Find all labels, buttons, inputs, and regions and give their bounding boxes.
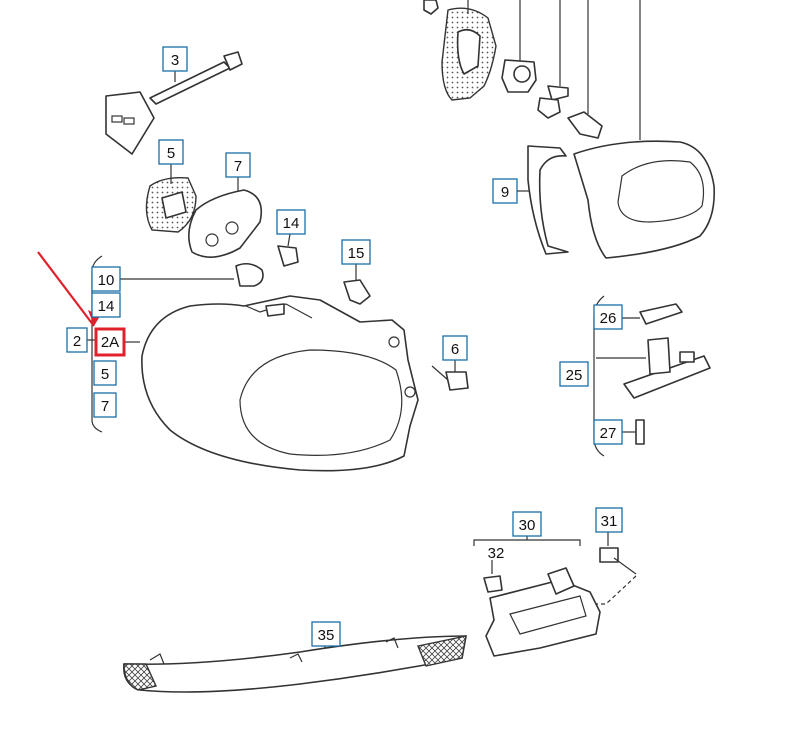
callout-7-holder[interactable]: 7 — [225, 152, 251, 178]
callout-27[interactable]: 27 — [593, 419, 623, 445]
callout-10[interactable]: 10 — [91, 266, 121, 292]
svg-text:2: 2 — [73, 333, 81, 350]
svg-text:31: 31 — [601, 513, 618, 530]
callout-35[interactable]: 35 — [311, 621, 341, 647]
svg-text:26: 26 — [600, 310, 617, 327]
bulb-large — [120, 262, 264, 287]
callout-25[interactable]: 25 — [559, 361, 589, 387]
callout-2[interactable]: 2 — [66, 327, 88, 353]
callout-5-gasket[interactable]: 5 — [158, 139, 184, 165]
callout-5-list[interactable]: 5 — [93, 360, 117, 386]
svg-text:27: 27 — [600, 425, 617, 442]
highlight-arrow — [37, 251, 100, 327]
svg-text:30: 30 — [519, 517, 536, 534]
screw-6 — [431, 360, 469, 391]
svg-text:25: 25 — [566, 367, 583, 384]
svg-text:7: 7 — [101, 398, 109, 415]
callout-2A-highlighted[interactable]: 2A — [94, 327, 126, 357]
small-bulb-top — [277, 233, 299, 267]
top-lamp-holder-group — [423, 0, 641, 140]
license-lamp-group — [593, 295, 711, 457]
group-bracket-left — [91, 255, 103, 433]
svg-text:2A: 2A — [101, 334, 119, 351]
svg-text:6: 6 — [451, 341, 459, 358]
callout-9[interactable]: 9 — [492, 178, 518, 204]
wiring-plug — [105, 51, 243, 155]
callout-6[interactable]: 6 — [442, 335, 468, 361]
svg-text:3: 3 — [171, 52, 179, 69]
callout-7-list[interactable]: 7 — [93, 392, 117, 418]
svg-text:5: 5 — [167, 145, 175, 162]
bumper-reflector-strip — [123, 635, 467, 693]
svg-text:14: 14 — [98, 298, 115, 315]
bulb-socket — [343, 264, 371, 305]
headlamp-assembly — [141, 295, 419, 472]
svg-text:15: 15 — [348, 245, 365, 262]
svg-text:14: 14 — [283, 215, 300, 232]
svg-text:9: 9 — [501, 184, 509, 201]
callout-30[interactable]: 30 — [512, 511, 542, 537]
svg-text:10: 10 — [98, 272, 115, 289]
callout-15[interactable]: 15 — [341, 239, 371, 265]
side-marker-group — [473, 532, 637, 657]
callout-14-bulb[interactable]: 14 — [276, 209, 306, 235]
svg-text:32: 32 — [488, 545, 505, 562]
svg-text:35: 35 — [318, 627, 335, 644]
bulb-holder-plate — [188, 176, 263, 258]
callout-26[interactable]: 26 — [593, 304, 623, 330]
svg-text:5: 5 — [101, 366, 109, 383]
callout-31[interactable]: 31 — [595, 507, 623, 533]
callout-3[interactable]: 3 — [162, 46, 188, 72]
callout-32[interactable]: 32 — [488, 545, 505, 562]
gasket-window — [161, 191, 187, 219]
svg-text:7: 7 — [234, 158, 242, 175]
mirror-housing — [527, 140, 716, 259]
callout-14-list[interactable]: 14 — [91, 292, 121, 318]
